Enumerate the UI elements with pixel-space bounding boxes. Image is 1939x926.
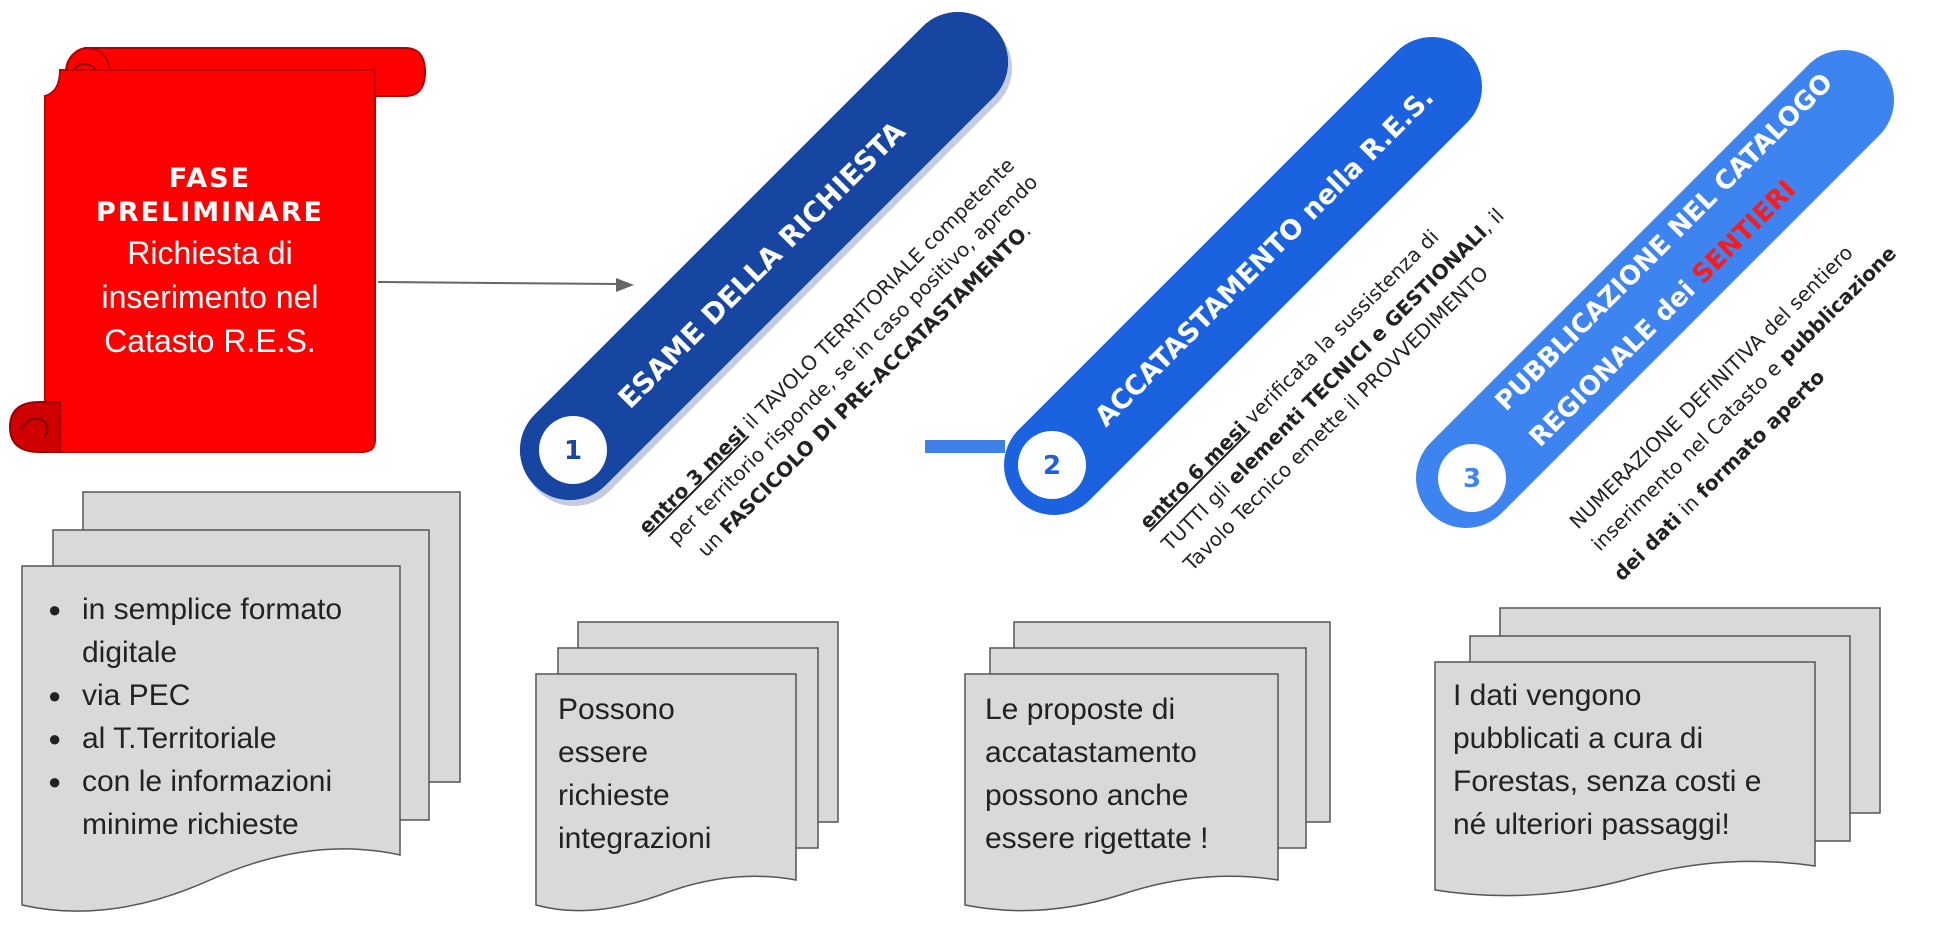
step1-number-badge: 1 (539, 416, 607, 484)
connector-1-2 (925, 440, 1005, 453)
list-item: via PEC (48, 674, 393, 717)
preliminary-doc-text: in semplice formato digitale via PEC al … (48, 588, 393, 846)
step3-band (1416, 50, 1894, 528)
arrow-to-step1 (377, 278, 634, 292)
list-item: con le informazioni minime richieste (48, 760, 393, 846)
preliminary-subtitle-line2: inserimento nel (101, 279, 319, 315)
preliminary-title-block: FASE PRELIMINARE Richiesta di inseriment… (60, 162, 360, 362)
step1-number: 1 (564, 436, 582, 466)
step2-number: 2 (1043, 451, 1061, 481)
step1-documents (535, 621, 839, 912)
step2-band (1004, 37, 1482, 515)
preliminary-title: FASE PRELIMINARE (96, 163, 324, 228)
step1-doc-text: Possono essere richieste integrazioni (558, 693, 712, 855)
preliminary-scroll (8, 47, 427, 453)
step3-number-badge: 3 (1438, 444, 1506, 512)
list-item: al T.Territoriale (48, 717, 393, 760)
step2-documents (964, 621, 1331, 912)
preliminary-subtitle-line3: Catasto R.E.S. (104, 323, 316, 359)
step3-documents (1434, 607, 1881, 897)
preliminary-subtitle-line1: Richiesta di (127, 235, 293, 271)
step1-band (520, 12, 1012, 506)
step3-number: 3 (1463, 464, 1481, 494)
step3-doc-text: I dati vengono pubblicati a cura di Fore… (1453, 679, 1762, 841)
list-item: in semplice formato digitale (48, 588, 393, 674)
step3-desc-line3: dei dati in formato aperto (1609, 365, 1830, 586)
step2-doc-text: Le proposte di accatastamento possono an… (985, 693, 1209, 855)
step2-number-badge: 2 (1018, 431, 1086, 499)
